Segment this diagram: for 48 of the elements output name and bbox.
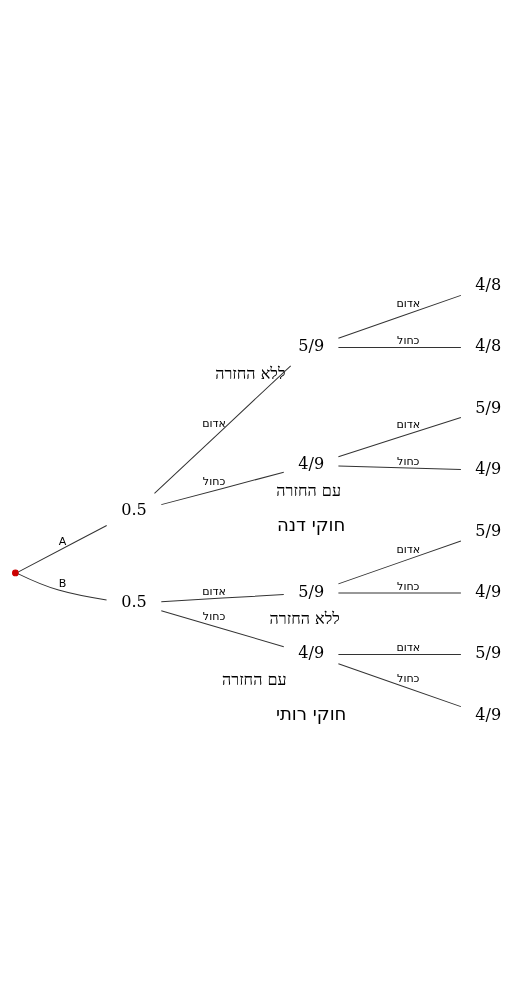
node-text: 4/8	[475, 336, 502, 356]
node-text: 4/9	[475, 581, 502, 601]
connector	[337, 540, 462, 585]
node-label: ללא החזרה	[215, 363, 286, 383]
node-text: 5/9	[475, 520, 502, 540]
connector	[17, 524, 108, 573]
connector	[337, 294, 462, 339]
connector	[160, 471, 285, 506]
node-label: ללא החזרה	[269, 609, 340, 629]
connector	[160, 594, 285, 603]
edge-label: אדום	[202, 584, 226, 598]
node-text: 4/9	[475, 704, 502, 724]
node-text: 5/9	[298, 336, 325, 356]
node-text: 4/9	[475, 459, 502, 479]
edge-label: כחול	[397, 455, 420, 469]
node-label: עם החזרה	[276, 481, 342, 501]
connector	[337, 663, 462, 708]
edge-label: B	[58, 576, 67, 590]
node-text: 5/9	[298, 581, 325, 601]
edge-label: כחול	[397, 672, 420, 686]
node-text: 5/9	[475, 397, 502, 417]
edge-label: אדום	[202, 416, 226, 430]
connector	[17, 573, 108, 601]
node-text: 0.5	[121, 500, 147, 520]
edge-label: A	[58, 534, 67, 548]
node-text: 0.5	[121, 591, 147, 611]
edge-label: כחול	[397, 579, 420, 593]
node-text: 5/9	[475, 643, 502, 663]
node-text: 4/8	[475, 274, 502, 294]
connector	[153, 365, 292, 494]
connector	[337, 416, 462, 458]
edge-label: כחול	[202, 475, 226, 489]
label: חוקי דנה	[276, 514, 346, 536]
node-text: 4/9	[298, 454, 325, 474]
edge-label: כחול	[202, 610, 226, 624]
edge-label: אדום	[396, 641, 421, 655]
edge-label: כחול	[397, 334, 420, 348]
edge-label: אדום	[396, 297, 421, 311]
connector	[337, 347, 462, 349]
label: חוקי רותי	[275, 703, 347, 725]
connector	[337, 465, 462, 471]
node-text: 4/9	[298, 643, 325, 663]
edge-label: אדום	[396, 417, 421, 431]
node-label: עם החזרה	[221, 670, 287, 690]
edge-label: אדום	[396, 542, 421, 556]
connector	[337, 653, 462, 655]
connector	[160, 610, 285, 648]
node-circle	[12, 569, 19, 577]
